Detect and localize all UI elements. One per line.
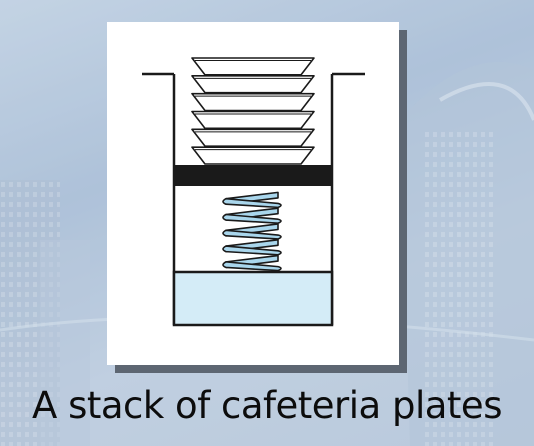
plate	[191, 146, 315, 165]
plate	[191, 92, 315, 112]
plate-dispenser-figure	[107, 22, 399, 365]
plate-dispenser-diagram	[142, 57, 365, 327]
plate	[191, 57, 315, 76]
plate	[191, 110, 315, 130]
edge-glyph: )	[0, 58, 3, 102]
plate	[191, 128, 315, 147]
caption: A stack of cafeteria plates	[32, 384, 502, 427]
plate	[191, 75, 315, 94]
spring	[222, 191, 282, 272]
spring-coil-front	[222, 261, 282, 272]
base	[172, 270, 334, 327]
platform	[174, 165, 332, 186]
plate-stack	[191, 57, 315, 165]
